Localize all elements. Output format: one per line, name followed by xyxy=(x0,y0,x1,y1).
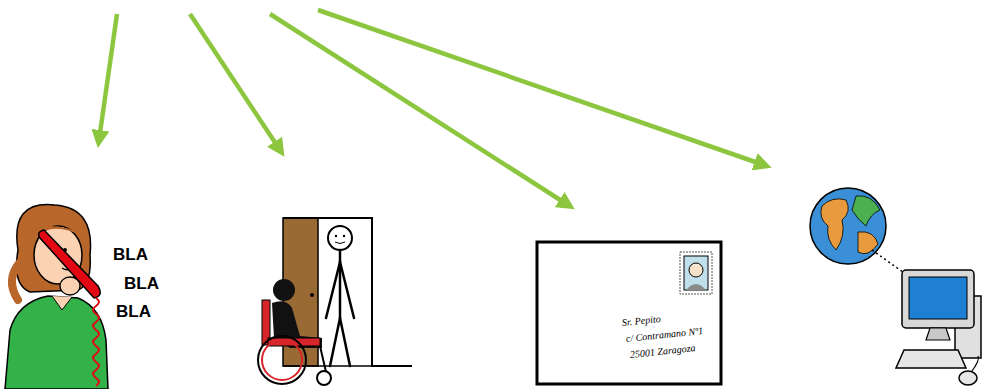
speech-text: BLA xyxy=(124,275,159,292)
mouse-cable xyxy=(972,356,978,371)
ponytail xyxy=(12,262,20,300)
shirt xyxy=(5,296,108,389)
letter xyxy=(537,242,721,384)
keyboard xyxy=(896,350,966,368)
monitor-stand xyxy=(926,328,950,340)
globe xyxy=(810,188,886,264)
phone-cord xyxy=(93,298,99,386)
arrow xyxy=(270,14,568,205)
arm xyxy=(326,262,340,318)
small-wheel xyxy=(317,371,331,385)
speech-text: BLA xyxy=(116,303,151,320)
wheel xyxy=(258,336,306,384)
monitor xyxy=(902,270,974,328)
leg xyxy=(340,318,350,366)
arm xyxy=(340,262,354,318)
person-head xyxy=(328,226,352,250)
body xyxy=(339,250,342,318)
speech-text: BLA xyxy=(113,246,148,263)
eye xyxy=(335,235,337,237)
arrow xyxy=(190,14,280,150)
mouse xyxy=(959,371,977,385)
continent xyxy=(821,199,848,250)
arrows xyxy=(99,10,764,205)
screen xyxy=(909,277,967,319)
stamp-picture xyxy=(684,256,708,290)
stamp-face xyxy=(689,263,703,277)
eye xyxy=(343,235,345,237)
door-visit xyxy=(258,218,412,385)
floor xyxy=(283,365,372,367)
continent xyxy=(852,196,880,226)
neck xyxy=(52,296,72,310)
leg xyxy=(330,318,340,366)
stamp xyxy=(680,252,712,294)
wheelchair-user-head xyxy=(273,279,295,301)
arrow xyxy=(99,14,117,140)
wheel-rim xyxy=(262,340,302,380)
continent xyxy=(858,232,878,254)
phone-woman xyxy=(5,205,108,389)
envelope xyxy=(537,242,721,384)
phone-handset xyxy=(39,230,101,298)
door-knob xyxy=(310,293,314,297)
hand xyxy=(60,277,80,295)
arrow xyxy=(318,10,764,165)
internet xyxy=(810,188,981,385)
stamp-shoulders xyxy=(686,284,706,290)
stick-person xyxy=(326,250,354,366)
footrest xyxy=(320,346,326,372)
mouth xyxy=(335,242,345,244)
